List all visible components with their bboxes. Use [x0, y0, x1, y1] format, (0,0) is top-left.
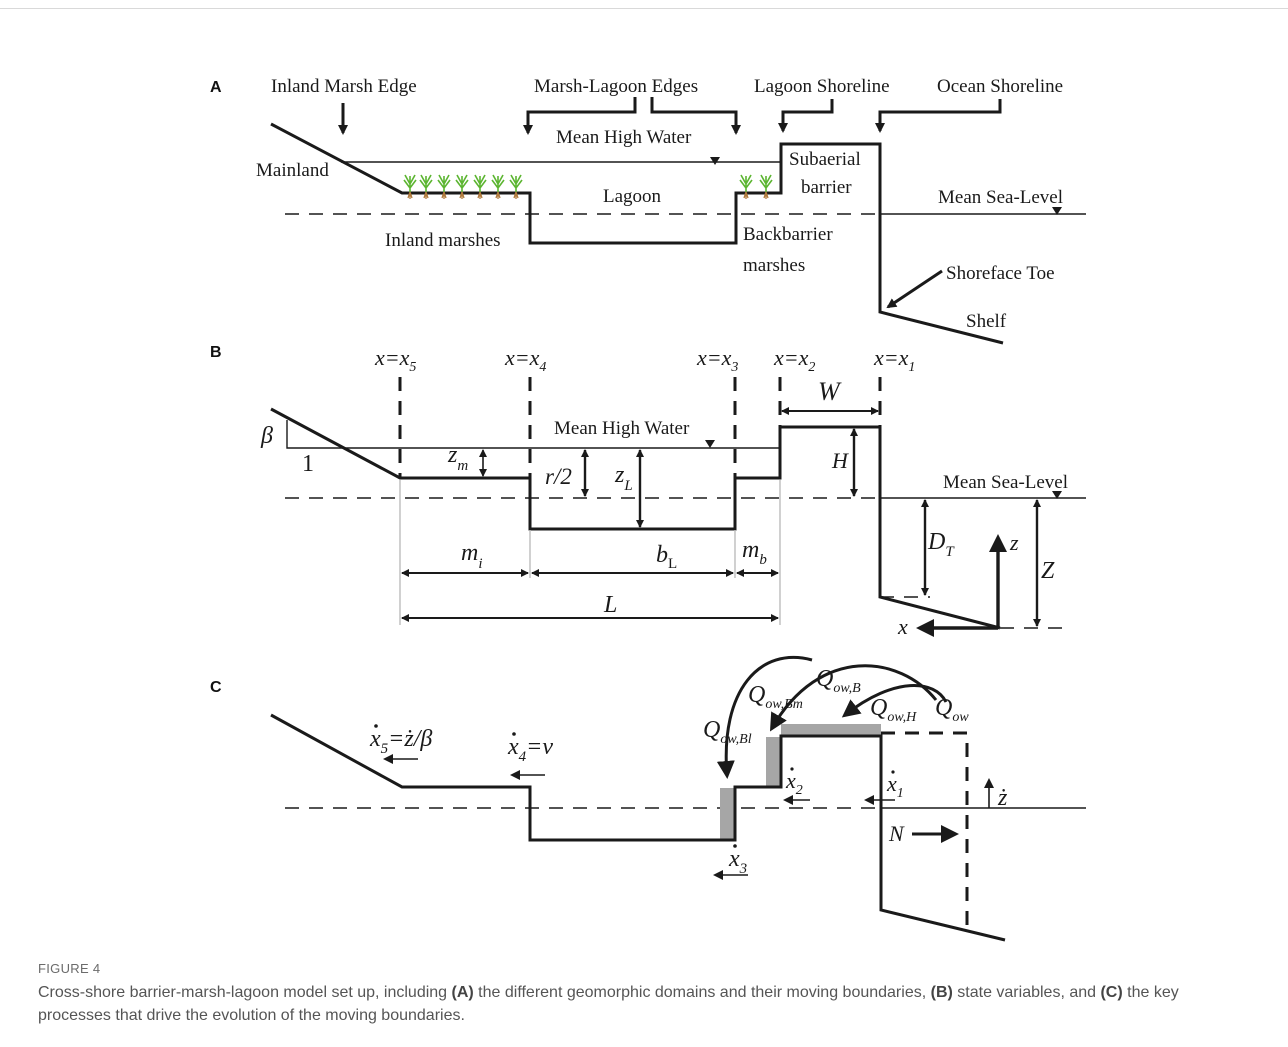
- label-zdot: ż: [997, 785, 1008, 811]
- label-inland-marsh-edge: Inland Marsh Edge: [271, 76, 417, 97]
- dot-x1: [891, 770, 895, 774]
- arrow-qow-h: [841, 684, 948, 718]
- label-x2dot: x2: [785, 768, 803, 798]
- panel-a-letter: A: [210, 79, 222, 96]
- label-H: H: [831, 448, 849, 473]
- figure-frame: [0, 8, 1288, 1039]
- panel-a: A Inland Marsh Edge Marsh-Lagoon Edges L…: [210, 76, 1086, 345]
- label-x1dot: x1: [886, 771, 904, 801]
- label-x4: x=x4: [504, 345, 546, 375]
- label-qow-bm: Qow,Bm: [748, 682, 803, 712]
- label-x2: x=x2: [773, 345, 815, 375]
- mhw-marker-a: [710, 157, 720, 165]
- label-z-axis: z: [1009, 530, 1019, 555]
- label-bL: bL: [656, 542, 677, 572]
- label-W: W: [818, 377, 842, 406]
- label-mean-high-water-a: Mean High Water: [556, 127, 692, 148]
- label-lagoon: Lagoon: [603, 186, 662, 207]
- label-mean-high-water-b: Mean High Water: [554, 418, 690, 439]
- label-shelf: Shelf: [966, 311, 1007, 332]
- label-r2: r/2: [545, 464, 572, 489]
- label-subaerial: Subaerial: [789, 149, 861, 170]
- dot-x2: [790, 767, 794, 771]
- mhw-marker-b: [705, 440, 715, 448]
- future-barrier-outline: [881, 731, 969, 935]
- label-mean-sea-level-b: Mean Sea-Level: [943, 472, 1068, 493]
- deposit-backbarrier-lagoon: [720, 788, 735, 840]
- inland-marsh-grass: [403, 174, 523, 200]
- label-mb: mb: [742, 537, 767, 568]
- label-barrier: barrier: [801, 177, 852, 198]
- figure-diagram: A Inland Marsh Edge Marsh-Lagoon Edges L…: [210, 76, 1086, 942]
- label-backbarrier: Backbarrier: [743, 224, 833, 245]
- panel-c-letter: C: [210, 679, 222, 696]
- profile-c: [270, 713, 1006, 942]
- dim-extension-lines: [399, 480, 781, 625]
- arrow-marsh-lagoon-left: [523, 97, 637, 135]
- dot-x3: [733, 844, 737, 848]
- label-Z: Z: [1041, 558, 1055, 584]
- label-qow-b: Qow,B: [816, 666, 861, 696]
- deposit-backbarrier-marsh: [766, 737, 781, 787]
- arrow-ocean-shoreline: [875, 99, 1002, 133]
- panel-b: B x=x5 x=x4 x=x3 x=x2 x=x1 W β 1 Mean Hi…: [210, 344, 1086, 639]
- slope-triangle: [286, 420, 340, 449]
- msl-marker-a: [1052, 207, 1062, 215]
- label-x5dot: x5=ż/β: [369, 726, 432, 757]
- label-mi: mi: [461, 540, 483, 572]
- figure-caption: Cross-shore barrier-marsh-lagoon model s…: [38, 984, 1179, 1024]
- label-mainland: Mainland: [256, 160, 329, 181]
- arrow-marsh-lagoon-right: [650, 97, 741, 135]
- label-x1: x=x1: [873, 345, 915, 375]
- label-x5: x=x5: [374, 345, 416, 375]
- label-qow-bl: Qow,Bl: [703, 717, 752, 747]
- backbarrier-marsh-grass: [739, 174, 773, 200]
- label-marsh-lagoon-edges: Marsh-Lagoon Edges: [534, 76, 698, 97]
- label-shoreface-toe: Shoreface Toe: [946, 263, 1055, 284]
- arrow-qow-bl: [716, 655, 813, 779]
- label-marshes: marshes: [743, 255, 805, 276]
- label-DT: DT: [927, 529, 955, 560]
- label-x-axis: x: [897, 614, 908, 639]
- arrow-shoreface-toe: [886, 269, 943, 309]
- arrow-lagoon-shoreline: [778, 99, 834, 133]
- msl-marker-b: [1052, 491, 1062, 499]
- label-beta: β: [260, 423, 273, 449]
- label-ocean-shoreline: Ocean Shoreline: [937, 76, 1063, 97]
- deposit-barrier-top: [781, 724, 881, 736]
- label-N: N: [888, 821, 905, 846]
- panel-b-letter: B: [210, 344, 222, 361]
- label-x3: x=x3: [696, 345, 738, 375]
- figure-label: FIGURE 4: [38, 961, 101, 976]
- arrow-qow-bm: [769, 664, 938, 732]
- label-inland-marshes: Inland marshes: [385, 230, 501, 251]
- label-zL: zL: [614, 462, 633, 494]
- dot-x5: [374, 724, 378, 728]
- label-qow: Qow: [935, 695, 969, 725]
- label-x3dot: x3: [728, 846, 747, 877]
- dot-x4: [512, 732, 516, 736]
- profile-b: [270, 407, 1001, 630]
- panel-c: C x5=ż/β x4=v x3 x2 x1 ż N: [210, 655, 1086, 942]
- label-lagoon-shoreline: Lagoon Shoreline: [754, 76, 890, 97]
- label-zm: zm: [447, 442, 468, 474]
- profile-a: [270, 122, 1004, 345]
- label-qow-h: Qow,H: [870, 695, 917, 725]
- label-one: 1: [302, 451, 314, 477]
- label-L: L: [603, 592, 617, 618]
- label-x4dot: x4=v: [507, 734, 553, 765]
- label-mean-sea-level-a: Mean Sea-Level: [938, 187, 1063, 208]
